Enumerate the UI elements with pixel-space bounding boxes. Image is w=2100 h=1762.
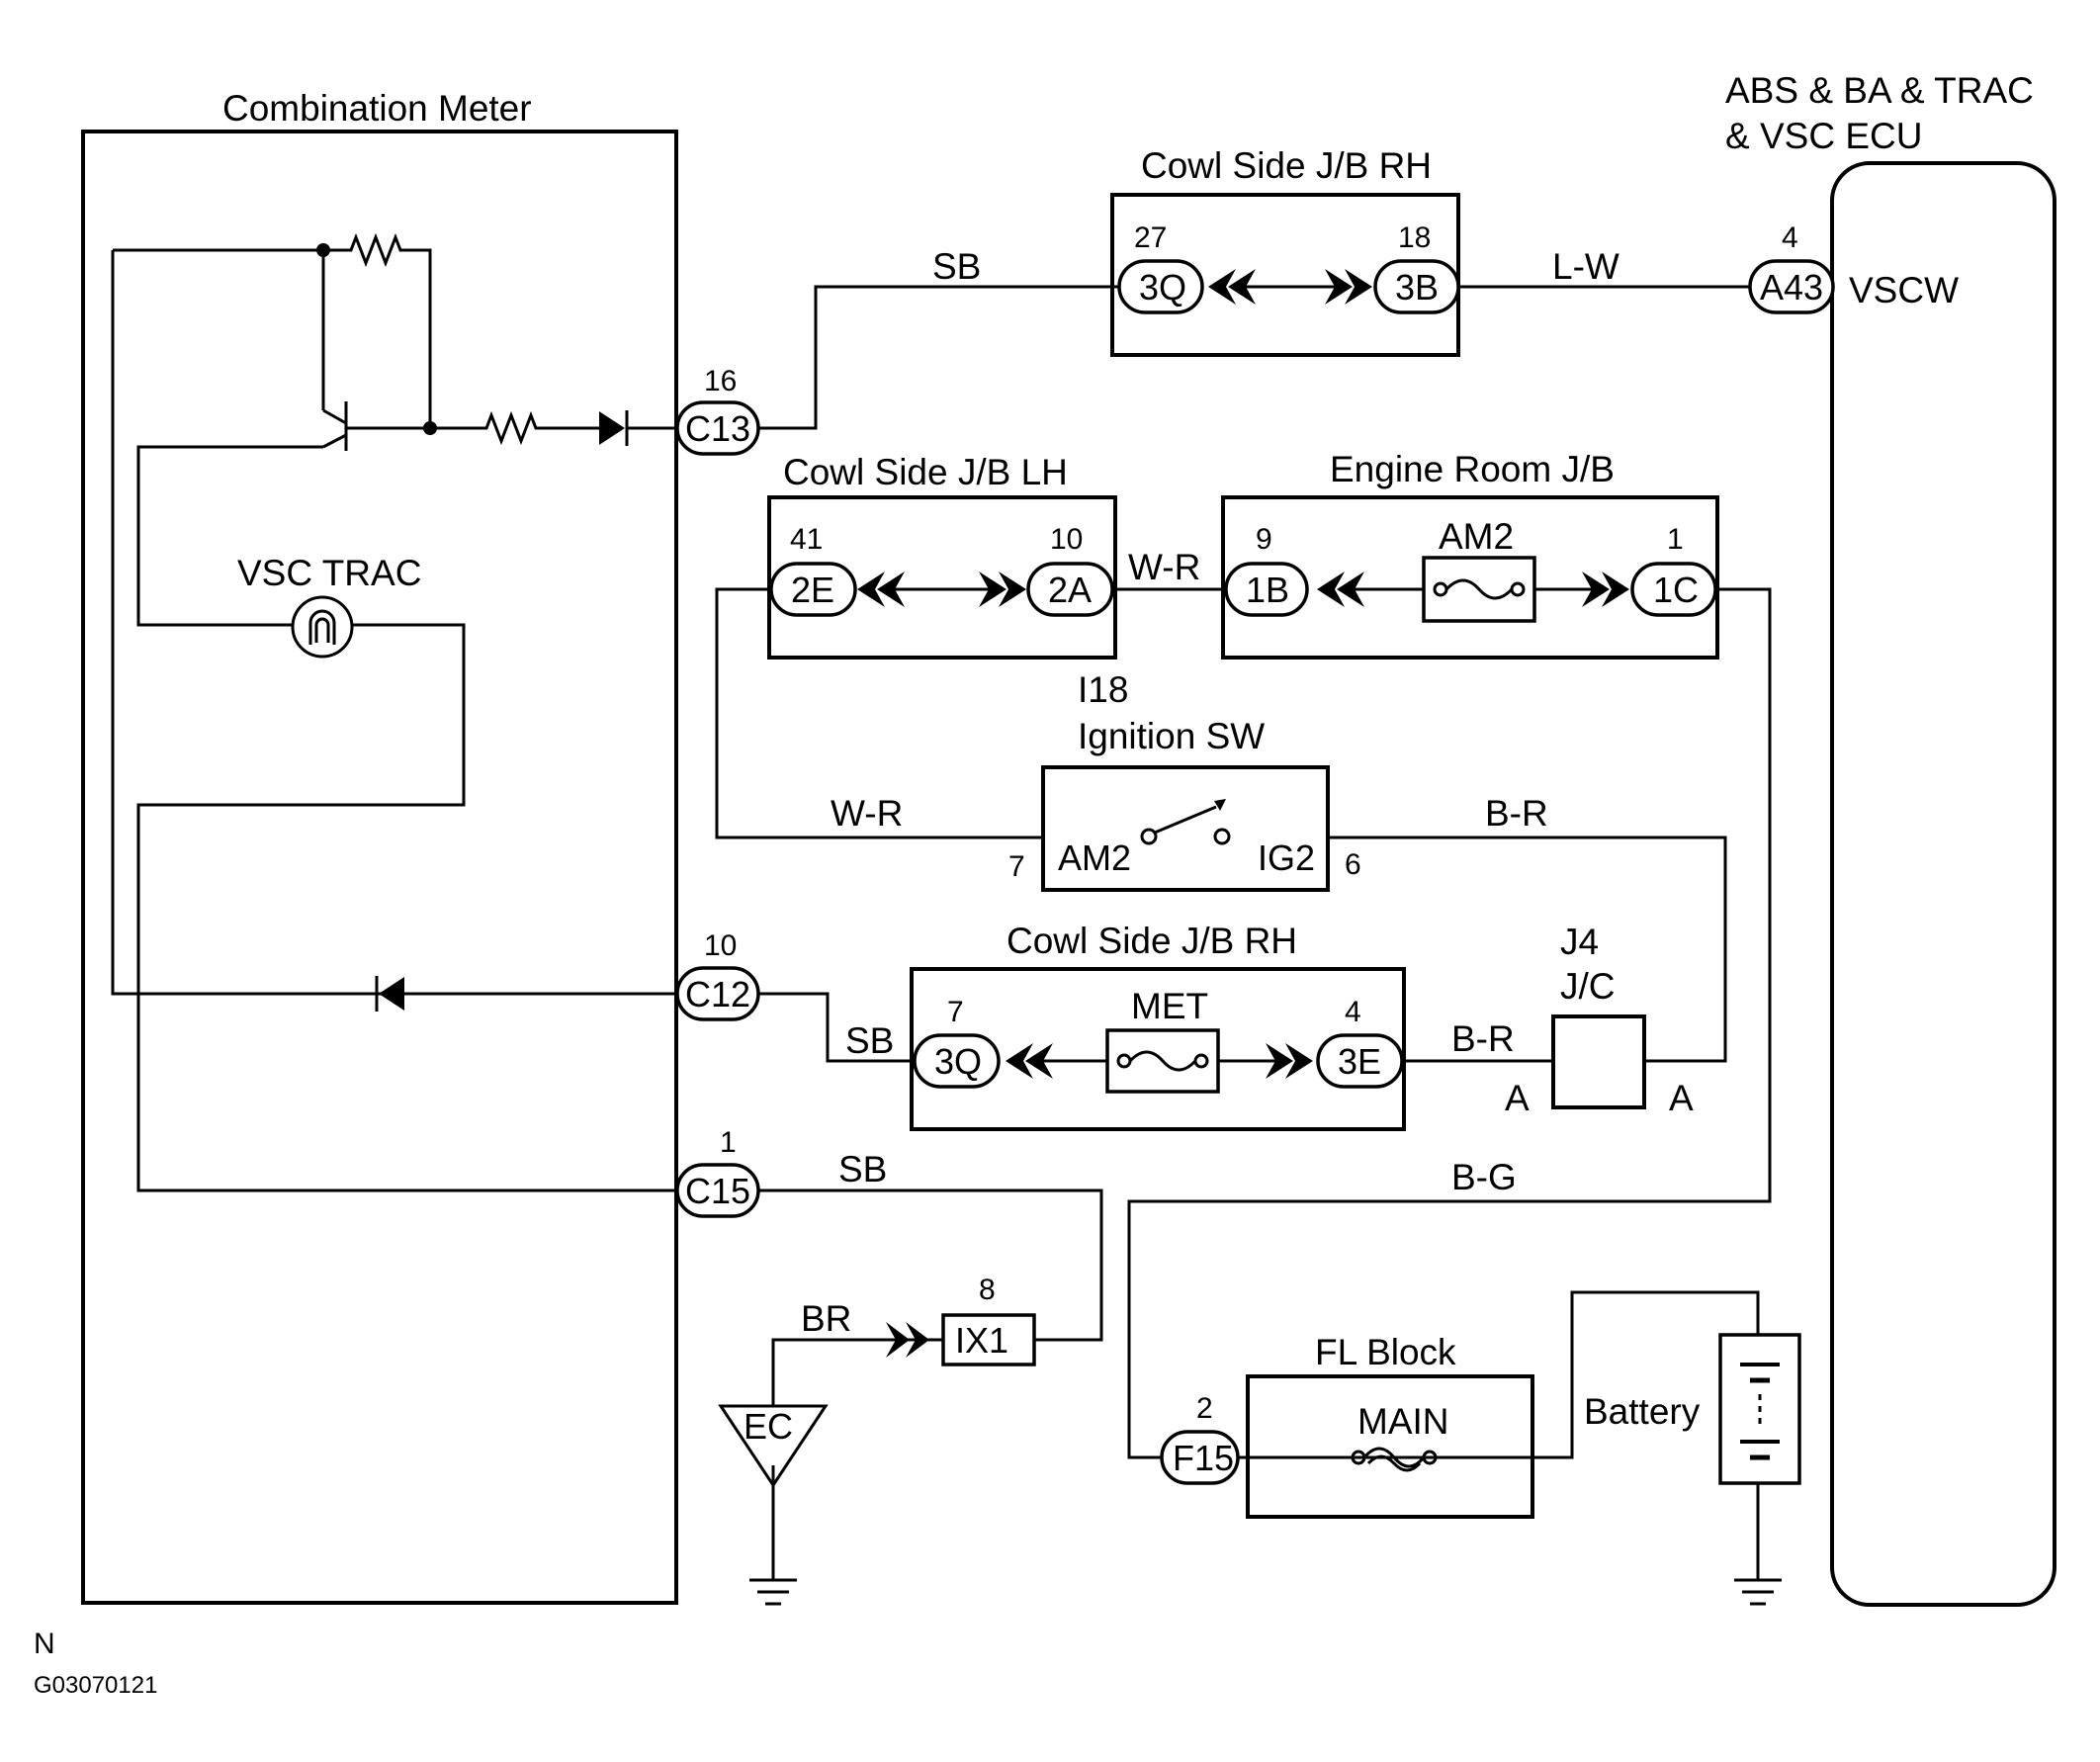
battery-icon [1740,1363,1780,1460]
ignition-label: Ignition SW [1078,716,1265,756]
ign-am2-pin: 7 [1008,850,1025,883]
vscw-label: VSCW [1849,270,1959,310]
engine-room-jb: Engine Room J/B AM2 1B 9 1C 1 [1221,449,1719,660]
conn-lh-2e-pin: 41 [790,523,823,556]
conn-rh2-3q: 3Q [934,1041,982,1082]
conn-a43-pin: 4 [1782,221,1798,254]
combination-meter-label: Combination Meter [222,88,532,129]
ix1-connector: IX1 8 [886,1274,1036,1366]
battery-label: Battery [1584,1391,1701,1432]
ground-icon [1734,1578,1782,1606]
conn-c15-pin: 1 [720,1126,737,1159]
ignition-id: I18 [1078,669,1128,710]
footer-mark: N [34,1628,55,1660]
conn-c15: C15 [685,1171,750,1211]
ign-ig2: IG2 [1258,837,1315,878]
jc-label: J/C [1560,966,1616,1007]
conn-lh-2a-pin: 10 [1050,523,1083,556]
conn-rh-3q: 3Q [1139,267,1186,308]
conn-rh-3q-pin: 27 [1134,221,1167,254]
wire-label-wr-ign: W-R [831,793,903,834]
wire-label-wr-jb: W-R [1128,547,1200,587]
conn-c12-pin: 10 [704,929,737,962]
wire-label-sb-c13: SB [932,246,981,287]
wire-label-sb-c15: SB [838,1149,887,1189]
abs-vsc-ecu: ABS & BA & TRAC & VSC ECU VSCW [1725,70,2056,1607]
fuse-am2-label: AM2 [1439,516,1514,557]
ground-ec: EC [718,1404,829,1606]
wire-label-bg: B-G [1451,1157,1517,1197]
ground-ec-label: EC [744,1406,793,1447]
fl-block: FL Block MAIN F15 2 [1160,1332,1534,1519]
ground-icon [749,1578,797,1606]
warning-lamp-icon [291,595,354,659]
ignition-switch: I18 Ignition SW AM2 IG2 7 6 [1008,669,1361,892]
conn-f15-pin: 2 [1196,1392,1213,1425]
conn-c12: C12 [685,974,750,1014]
wire-label-br-ground: BR [801,1298,851,1339]
conn-er-1c: 1C [1653,570,1699,610]
conn-rh2-3q-pin: 7 [947,996,964,1028]
wire-label-br-ign: B-R [1485,793,1548,834]
conn-c13: C13 [685,408,750,449]
fl-block-label: FL Block [1315,1332,1456,1372]
ecu-label-line1: ABS & BA & TRAC [1725,70,2034,111]
conn-rh-3b: 3B [1395,267,1439,308]
cowl-rh-top-label: Cowl Side J/B RH [1141,145,1432,186]
conn-er-1b-pin: 9 [1256,523,1272,556]
battery: Battery [1584,1333,1801,1606]
conn-f15: F15 [1173,1438,1234,1478]
engine-room-label: Engine Room J/B [1330,449,1615,489]
conn-ix1: IX1 [955,1320,1008,1361]
main-fuse-label: MAIN [1357,1401,1449,1442]
jc-id: J4 [1560,922,1599,962]
cowl-side-jb-lh: Cowl Side J/B LH 2E 41 2A 10 [767,452,1117,660]
conn-er-1c-pin: 1 [1667,523,1684,556]
ign-ig2-pin: 6 [1345,848,1361,881]
fusible-link-icon [1351,1447,1438,1472]
cowl-lh-label: Cowl Side J/B LH [783,452,1068,492]
junction-connector-j4: J4 J/C A A [1505,922,1694,1118]
wire-label-lw: L-W [1552,246,1619,287]
conn-rh2-3e: 3E [1338,1041,1381,1082]
jc-pin-a-right: A [1669,1078,1694,1118]
conn-a43: A43 [1760,267,1823,308]
conn-lh-2e: 2E [791,570,834,610]
cowl-side-jb-rh-middle: Cowl Side J/B RH MET 3Q 7 3E 4 [910,921,1406,1131]
conn-c13-pin: 16 [704,365,737,397]
jc-pin-a-left: A [1505,1078,1530,1118]
fuse-met-label: MET [1131,986,1208,1026]
combination-meter: Combination Meter VSC TRAC [81,88,680,1605]
conn-ix1-pin: 8 [979,1274,996,1306]
wire-label-br-jc: B-R [1451,1018,1515,1059]
conn-lh-2a: 2A [1048,570,1092,610]
conn-rh2-3e-pin: 4 [1345,996,1361,1028]
wires: SB L-W W-R W-R B-R SB B-R B-G SB BR [715,246,1772,1580]
meter-connectors: C13 16 C12 10 C15 1 A43 4 [675,221,1835,1218]
ecu-label-line2: & VSC ECU [1725,116,1922,156]
ign-am2: AM2 [1058,837,1131,878]
fuse-met-icon [1116,1050,1209,1072]
vsc-trac-label: VSC TRAC [237,553,421,593]
cowl-rh-mid-label: Cowl Side J/B RH [1006,921,1297,961]
wire-label-sb-c12: SB [845,1020,894,1061]
fuse-am2-icon [1433,578,1526,600]
conn-rh-3b-pin: 18 [1398,221,1431,254]
conn-er-1b: 1B [1246,570,1289,610]
footer-code: G03070121 [34,1672,157,1699]
cowl-side-jb-rh-top: Cowl Side J/B RH 3Q 27 3B 18 [1110,145,1460,357]
